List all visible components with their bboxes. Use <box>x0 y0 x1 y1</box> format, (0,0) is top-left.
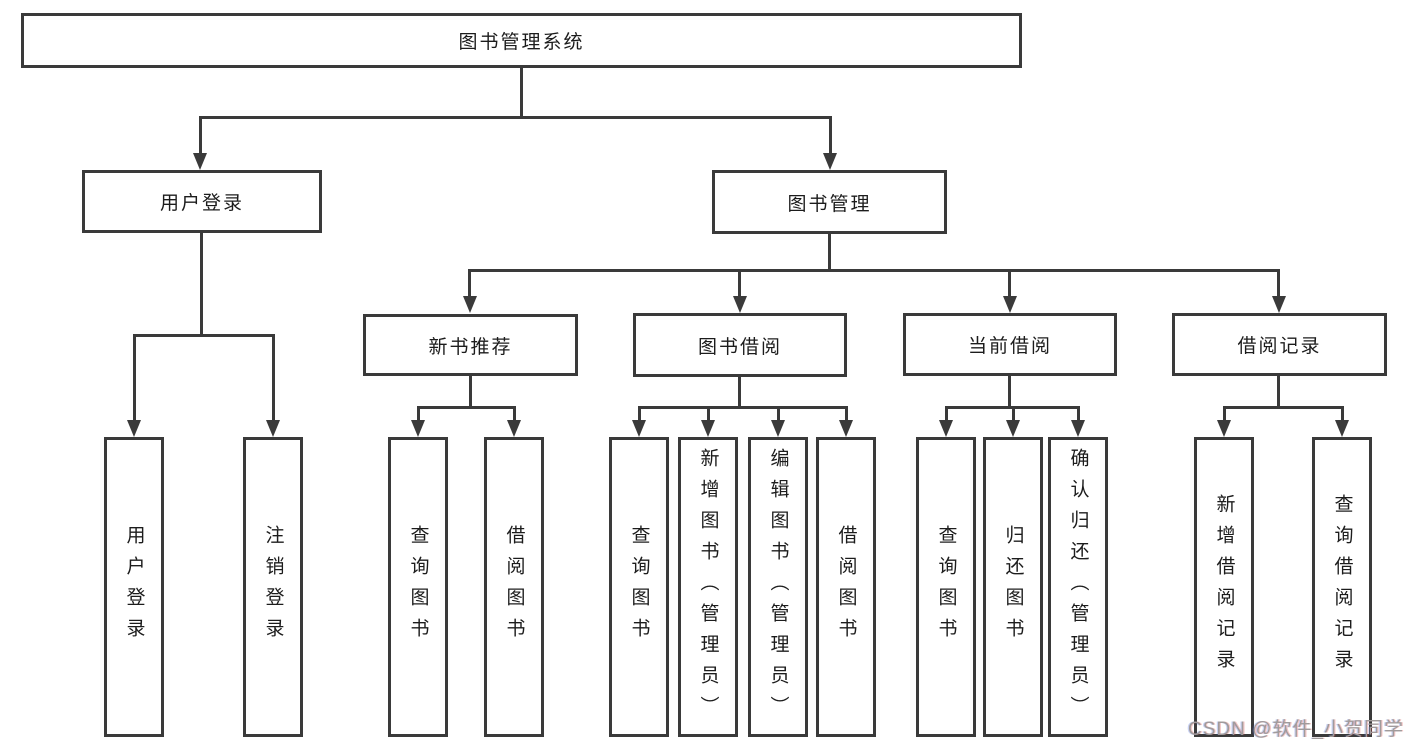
connector-line <box>513 406 516 421</box>
connector-line <box>1223 406 1226 421</box>
arrow-down-icon <box>507 420 521 437</box>
leaf-query-books-recommend: 查询图书 <box>388 437 448 737</box>
arrow-down-icon <box>1071 420 1085 437</box>
leaf-borrow-books-recommend: 借阅图书 <box>484 437 544 737</box>
node-borrowing-records: 借阅记录 <box>1172 313 1387 376</box>
connector-line <box>1008 376 1011 409</box>
connector-line <box>1277 376 1280 409</box>
csdn-watermark: CSDN @软件_小贺同学 <box>1188 719 1404 740</box>
connector-line <box>469 376 472 409</box>
connector-line <box>520 68 523 118</box>
connector-line <box>133 334 275 337</box>
connector-line <box>738 377 741 409</box>
leaf-borrow-books-borrowing: 借阅图书 <box>816 437 876 737</box>
connector-line <box>272 334 275 420</box>
leaf-query-books-current: 查询图书 <box>916 437 976 737</box>
arrow-down-icon <box>939 420 953 437</box>
arrow-down-icon <box>1003 296 1017 313</box>
connector-line <box>1341 406 1344 421</box>
leaf-add-book-admin: 新增图书（管理员） <box>678 437 738 737</box>
arrow-down-icon <box>1217 420 1231 437</box>
leaf-edit-book-admin: 编辑图书（管理员） <box>748 437 808 737</box>
connector-line <box>1223 406 1343 409</box>
connector-line <box>468 269 1280 272</box>
connector-line <box>417 406 420 421</box>
connector-line <box>707 406 710 421</box>
connector-line <box>1008 269 1011 297</box>
connector-line <box>417 406 516 409</box>
connector-line <box>777 406 780 421</box>
arrow-down-icon <box>463 296 477 313</box>
connector-line <box>200 233 203 336</box>
arrow-down-icon <box>1006 420 1020 437</box>
node-new-book-recommendation: 新书推荐 <box>363 314 578 376</box>
connector-line <box>199 116 202 154</box>
arrow-down-icon <box>193 153 207 170</box>
leaf-return-books: 归还图书 <box>983 437 1043 737</box>
leaf-logout: 注销登录 <box>243 437 303 737</box>
leaf-confirm-return-admin: 确认归还（管理员） <box>1048 437 1108 737</box>
arrow-down-icon <box>733 296 747 313</box>
connector-line <box>133 334 136 420</box>
leaf-query-borrow-record: 查询借阅记录 <box>1312 437 1372 737</box>
connector-line <box>828 234 831 272</box>
node-user-login: 用户登录 <box>82 170 322 233</box>
arrow-down-icon <box>1335 420 1349 437</box>
leaf-add-borrow-record: 新增借阅记录 <box>1194 437 1254 737</box>
arrow-down-icon <box>266 420 280 437</box>
connector-line <box>638 406 848 409</box>
leaf-user-login: 用户登录 <box>104 437 164 737</box>
arrow-down-icon <box>701 420 715 437</box>
arrow-down-icon <box>1272 296 1286 313</box>
connector-line <box>829 116 832 154</box>
connector-line <box>199 116 831 119</box>
connector-line <box>945 406 948 421</box>
arrow-down-icon <box>771 420 785 437</box>
arrow-down-icon <box>839 420 853 437</box>
connector-line <box>738 269 741 297</box>
connector-line <box>1277 269 1280 297</box>
connector-line <box>1012 406 1015 421</box>
connector-line <box>468 269 471 297</box>
connector-line <box>1077 406 1080 421</box>
arrow-down-icon <box>411 420 425 437</box>
connector-line <box>638 406 641 421</box>
node-book-borrowing: 图书借阅 <box>633 313 847 377</box>
leaf-query-books-borrowing: 查询图书 <box>609 437 669 737</box>
node-book-management: 图书管理 <box>712 170 947 234</box>
node-library-system: 图书管理系统 <box>21 13 1022 68</box>
node-current-borrowing: 当前借阅 <box>903 313 1117 376</box>
arrow-down-icon <box>632 420 646 437</box>
arrow-down-icon <box>127 420 141 437</box>
arrow-down-icon <box>823 153 837 170</box>
connector-line <box>845 406 848 421</box>
